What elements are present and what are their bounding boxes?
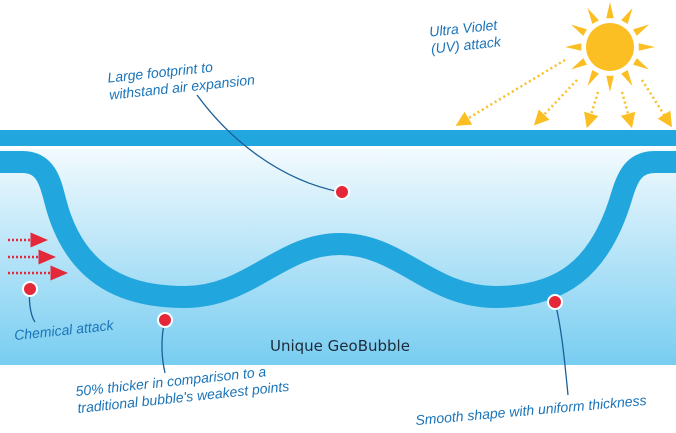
sun-ray — [606, 75, 614, 92]
sun-ray — [587, 8, 599, 24]
sun-ray — [571, 24, 587, 36]
sun-ray — [606, 2, 614, 19]
water-area — [0, 149, 676, 365]
uv-attack-label: Ultra Violet (UV) attack — [428, 16, 501, 57]
sun-ray — [621, 8, 633, 24]
sun-ray — [621, 70, 633, 86]
sun-ray — [633, 58, 649, 70]
sun-icon — [565, 2, 655, 92]
marker-dot-icon — [22, 184, 563, 328]
sun-ray — [587, 70, 599, 86]
geobubble-shape — [0, 151, 676, 309]
sun-ray — [633, 24, 649, 36]
sun-ray — [571, 58, 587, 70]
uv-arrow-icon — [455, 58, 673, 129]
sun-ray — [638, 43, 655, 51]
diagram-title: Unique GeoBubble — [270, 337, 410, 355]
chemical-arrow-icon — [8, 232, 68, 281]
top-film-layer — [0, 130, 676, 146]
sun-ray — [565, 43, 582, 51]
